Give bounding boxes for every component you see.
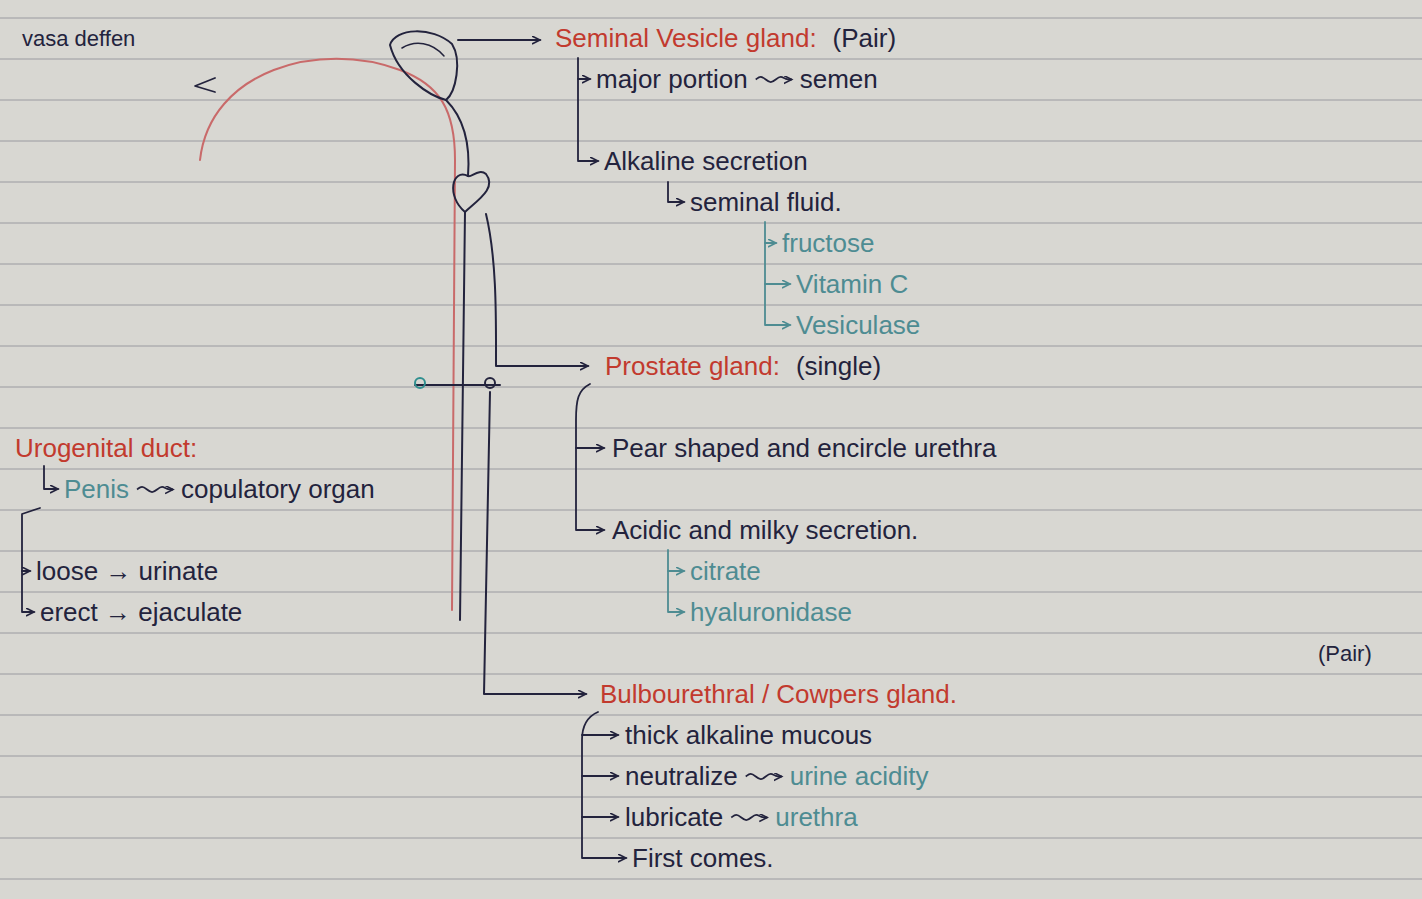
hook-arrow: [668, 571, 684, 612]
note-text: urethra: [775, 797, 857, 838]
note-text: Urogenital duct:: [15, 428, 197, 469]
note-text: Pear shaped and encircle urethra: [612, 428, 996, 469]
note-text: major portion: [596, 59, 748, 100]
ruled-line: [0, 223, 1422, 224]
bracket-arrow: [582, 775, 618, 777]
hook-arrow: [44, 466, 58, 489]
hook-arrow: [668, 550, 684, 571]
wavy-arrow: [731, 815, 767, 820]
bracket-arrow: [582, 712, 626, 858]
note-text: neutralize: [625, 756, 738, 797]
pointer-arrow: [484, 392, 586, 694]
note-text: citrate: [690, 551, 761, 592]
note-text: Alkaline secretion: [604, 141, 808, 182]
pointer-arrow: [458, 39, 540, 41]
ruled-line: [0, 551, 1422, 552]
pointer-arrow: [195, 78, 215, 92]
gland-bar: [415, 384, 500, 386]
urethra-line: [460, 212, 465, 620]
note-text: Vitamin C: [796, 264, 908, 305]
ruled-line: [0, 305, 1422, 306]
note-text: copulatory organ: [181, 469, 375, 510]
note-text: (Pair): [1318, 633, 1372, 674]
ruled-line: [0, 387, 1422, 388]
ruled-line: [0, 428, 1422, 429]
note-text: loose → urinate: [36, 551, 218, 592]
note-text: seminal fluid.: [690, 182, 842, 223]
note-text: Acidic and milky secretion.: [612, 510, 918, 551]
note-text: hyaluronidase: [690, 592, 852, 633]
note-text: fructose: [782, 223, 875, 264]
gland-dot: [485, 378, 495, 388]
ruled-lines: [0, 18, 1422, 879]
wavy-arrow: [137, 487, 173, 492]
ruled-line: [0, 264, 1422, 265]
ejaculatory-duct: [446, 100, 468, 176]
hook-arrow: [578, 58, 590, 79]
note-text: Bulbourethral / Cowpers gland.: [600, 674, 957, 715]
note-text: vasa deffen: [22, 18, 135, 59]
ruled-line: [0, 182, 1422, 183]
ruled-line: [0, 469, 1422, 470]
ruled-line: [0, 715, 1422, 716]
wavy-arrow: [746, 774, 782, 779]
ruled-line: [0, 879, 1422, 880]
note-text: Penis: [64, 469, 129, 510]
hook-arrow: [668, 182, 684, 202]
ruled-line: [0, 100, 1422, 101]
gland-dot: [415, 378, 425, 388]
bracket-arrow: [576, 384, 604, 448]
wavy-arrow: [756, 77, 792, 82]
ruled-line: [0, 59, 1422, 60]
ruled-line: [0, 633, 1422, 634]
note-text: lubricate: [625, 797, 723, 838]
ruled-line: [0, 674, 1422, 675]
hook-arrow: [578, 79, 598, 161]
ruled-line: [0, 18, 1422, 19]
vesicle-detail: [402, 43, 444, 56]
note-text: erect → ejaculate: [40, 592, 242, 633]
ruled-line: [0, 510, 1422, 511]
seminal-vesicle: [390, 31, 457, 100]
bracket-arrow: [576, 448, 604, 530]
bracket-arrow: [22, 570, 30, 572]
bracket-arrow: [582, 816, 618, 818]
ruled-line: [0, 141, 1422, 142]
hook-arrow: [765, 222, 776, 243]
note-text: semen: [800, 59, 878, 100]
note-text: Vesiculase: [796, 305, 920, 346]
note-text: thick alkaline mucous: [625, 715, 872, 756]
ruled-line: [0, 346, 1422, 347]
pointer-arrow: [486, 214, 588, 366]
ruled-line: [0, 797, 1422, 798]
ruled-line: [0, 592, 1422, 593]
note-text: (single): [796, 346, 881, 387]
bracket-arrow: [582, 734, 618, 736]
vas-deferens: [200, 59, 455, 610]
prostate-loop: [453, 172, 489, 212]
note-text: Seminal Vesicle gland:: [555, 18, 817, 59]
ruled-line: [0, 756, 1422, 757]
note-text: First comes.: [632, 838, 774, 879]
hook-arrow: [765, 284, 790, 325]
note-text: (Pair): [833, 18, 897, 59]
ruled-line: [0, 838, 1422, 839]
note-text: Prostate gland:: [605, 346, 780, 387]
note-text: urine acidity: [790, 756, 929, 797]
